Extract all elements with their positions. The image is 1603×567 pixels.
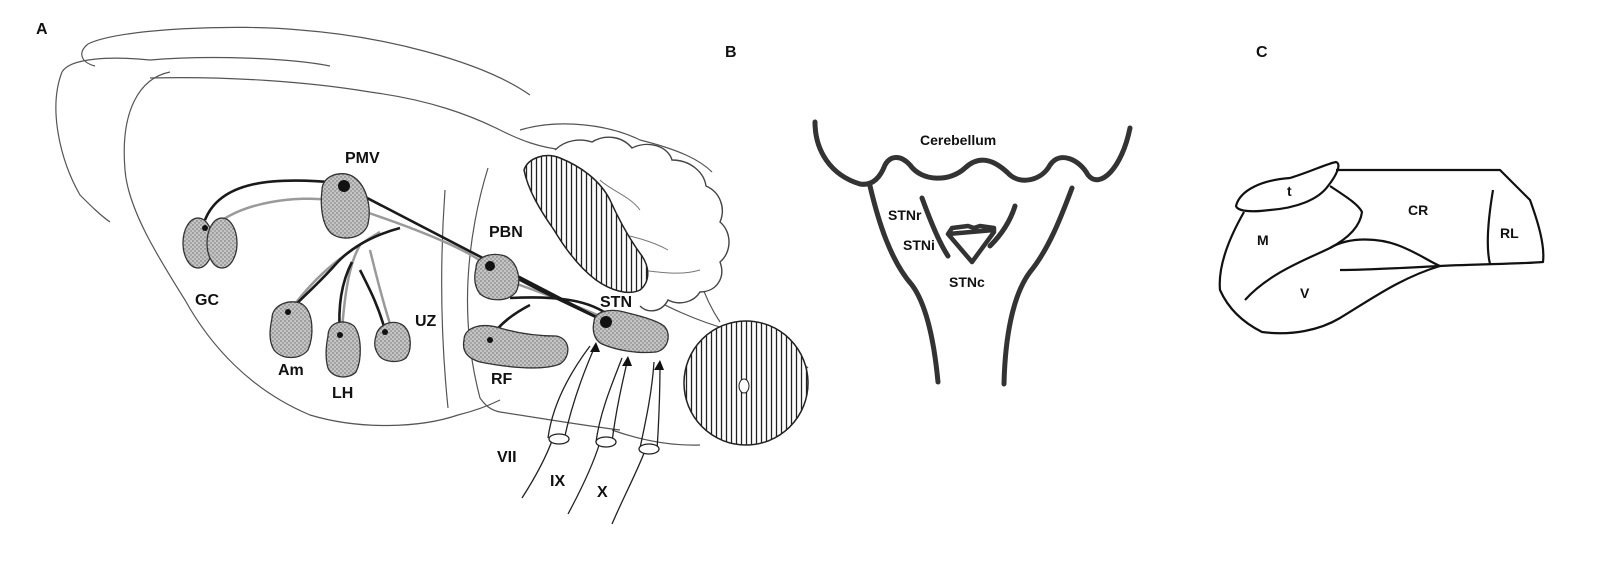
nuclei <box>182 173 669 378</box>
pbn-region <box>474 253 520 301</box>
label-v: V <box>1300 285 1310 301</box>
label-nerve-x: X <box>597 484 608 501</box>
label-nerve-ix: IX <box>550 473 565 490</box>
label-rl: RL <box>1500 225 1519 241</box>
brainstem-outline <box>812 119 1133 387</box>
nerve-arrowheads <box>590 342 664 370</box>
label-lh: LH <box>332 385 353 402</box>
label-t: t <box>1287 183 1292 199</box>
hatched-brainstem-region <box>523 154 649 294</box>
am-region <box>269 301 313 359</box>
stn-subdivision-outline <box>1218 160 1545 335</box>
label-stn: STN <box>600 294 632 311</box>
label-stni: STNi <box>903 237 935 253</box>
panel-c: C t CR M RL V <box>1218 44 1545 335</box>
panel-c-label: C <box>1256 44 1268 61</box>
rf-region <box>462 325 569 369</box>
panel-a: A <box>36 21 809 525</box>
lh-region <box>325 321 361 378</box>
label-am: Am <box>278 362 304 379</box>
projection-terminals <box>202 180 612 343</box>
panel-b: B Cerebellum STNr STNi STNc <box>725 44 1133 387</box>
stn-region <box>592 309 669 354</box>
label-stnr: STNr <box>888 207 922 223</box>
stnc-triangle <box>945 223 997 265</box>
label-uz: UZ <box>415 313 437 330</box>
black-pathways <box>203 179 613 341</box>
uz-region <box>374 321 411 363</box>
label-m: M <box>1257 232 1269 248</box>
label-pbn: PBN <box>489 224 523 241</box>
pmv-region <box>320 173 370 239</box>
label-rf: RF <box>491 371 513 388</box>
label-cerebellum: Cerebellum <box>920 132 996 148</box>
panel-b-label: B <box>725 44 737 61</box>
label-cr: CR <box>1408 202 1428 218</box>
panel-a-label: A <box>36 21 48 38</box>
label-nerve-vii: VII <box>497 449 517 466</box>
label-pmv: PMV <box>345 150 380 167</box>
label-stnc: STNc <box>949 274 985 290</box>
cranial-nerves <box>521 343 661 525</box>
gc-region <box>182 217 238 269</box>
label-gc: GC <box>195 292 219 309</box>
spinal-cord-section <box>683 320 809 446</box>
